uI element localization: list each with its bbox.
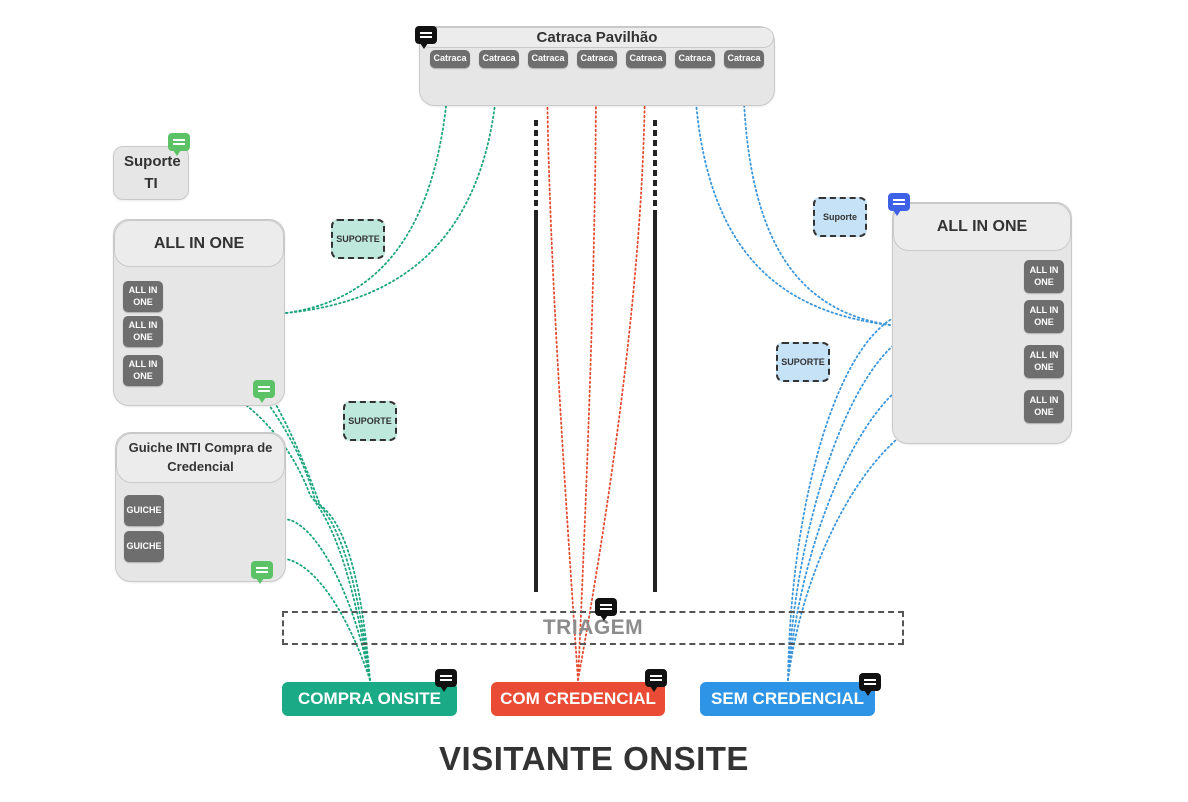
guiche-chip-label: GUICHE <box>126 540 162 551</box>
catraca-pavilhao-title-text: Catraca Pavilhão <box>536 29 658 46</box>
guiche-chip[interactable]: GUICHE <box>124 531 164 562</box>
catraca-chip[interactable]: Catraca <box>528 50 568 68</box>
all-in-one-chip[interactable]: ALL IN ONE <box>123 316 163 347</box>
all-in-one-chip[interactable]: ALL IN ONE <box>1024 390 1064 423</box>
catraca-chip-label: Catraca <box>482 53 516 64</box>
all-in-one-chip-label: ALL IN ONE <box>128 320 158 342</box>
compra-onsite-label: COMPRA ONSITE <box>298 689 441 708</box>
all-in-one-chip-label: ALL IN ONE <box>1029 350 1059 372</box>
all-in-one-chip-label: ALL IN ONE <box>128 285 158 307</box>
all-in-one-chip[interactable]: ALL IN ONE <box>123 281 163 312</box>
catraca-chip[interactable]: Catraca <box>675 50 715 68</box>
triagem-label: TRIAGEM <box>542 616 644 639</box>
com-credencial-source[interactable]: COM CREDENCIAL <box>491 682 665 716</box>
suporte-label: Suporte <box>822 212 857 222</box>
catraca-chip[interactable]: Catraca <box>430 50 470 68</box>
left-all-in-one-title-text: ALL IN ONE <box>153 234 245 252</box>
suporte-node[interactable]: Suporte <box>813 197 867 237</box>
com-credencial-label: COM CREDENCIAL <box>500 689 656 708</box>
catraca-chip-label: Catraca <box>727 53 761 64</box>
suporte-node[interactable]: SUPORTE <box>331 219 385 259</box>
catraca-chip[interactable]: Catraca <box>626 50 666 68</box>
left-all-in-one-title: ALL IN ONE <box>114 220 284 267</box>
all-in-one-chip-label: ALL IN ONE <box>1029 395 1059 417</box>
all-in-one-chip[interactable]: ALL IN ONE <box>1024 260 1064 293</box>
catraca-chip-label: Catraca <box>580 53 614 64</box>
suporte-node[interactable]: SUPORTE <box>343 401 397 441</box>
catraca-chip-label: Catraca <box>629 53 663 64</box>
wall-dashed-top-right <box>653 120 657 215</box>
catraca-chip-label: Catraca <box>678 53 712 64</box>
suporte-ti-label: Suporte TI <box>124 153 181 192</box>
all-in-one-chip[interactable]: ALL IN ONE <box>1024 345 1064 378</box>
guiche-chip-label: GUICHE <box>126 504 162 515</box>
wall-solid-left <box>534 215 538 592</box>
right-all-in-one-title: ALL IN ONE <box>893 203 1071 251</box>
catraca-chip[interactable]: Catraca <box>724 50 764 68</box>
compra-onsite-source[interactable]: COMPRA ONSITE <box>282 682 457 716</box>
suporte-label: SUPORTE <box>348 416 392 426</box>
suporte-label: SUPORTE <box>781 357 825 367</box>
all-in-one-chip[interactable]: ALL IN ONE <box>123 355 163 386</box>
suporte-ti-node[interactable]: Suporte TI <box>113 146 189 200</box>
catraca-pavilhao-title: Catraca Pavilhão <box>420 27 774 48</box>
guiche-chip[interactable]: GUICHE <box>124 495 164 526</box>
catraca-chip[interactable]: Catraca <box>577 50 617 68</box>
suporte-label: SUPORTE <box>336 234 380 244</box>
catraca-chip[interactable]: Catraca <box>479 50 519 68</box>
diagram-title-text: VISITANTE ONSITE <box>439 740 749 777</box>
guiche-title-text: Guiche INTI Compra de Credencial <box>128 440 273 474</box>
all-in-one-chip-label: ALL IN ONE <box>1029 265 1059 287</box>
sem-credencial-label: SEM CREDENCIAL <box>710 689 864 708</box>
diagram-title: VISITANTE ONSITE <box>0 740 1188 778</box>
all-in-one-chip-label: ALL IN ONE <box>1029 305 1059 327</box>
right-all-in-one-title-text: ALL IN ONE <box>936 218 1028 235</box>
wall-solid-right <box>653 215 657 592</box>
catraca-chip-label: Catraca <box>433 53 467 64</box>
catraca-chip-label: Catraca <box>531 53 565 64</box>
all-in-one-chip-label: ALL IN ONE <box>128 359 158 381</box>
wall-dashed-top-left <box>534 120 538 215</box>
all-in-one-chip[interactable]: ALL IN ONE <box>1024 300 1064 333</box>
sem-credencial-source[interactable]: SEM CREDENCIAL <box>700 682 875 716</box>
suporte-node[interactable]: SUPORTE <box>776 342 830 382</box>
guiche-title: Guiche INTI Compra de Credencial <box>116 433 285 483</box>
triagem-zone[interactable]: TRIAGEM <box>282 611 904 645</box>
